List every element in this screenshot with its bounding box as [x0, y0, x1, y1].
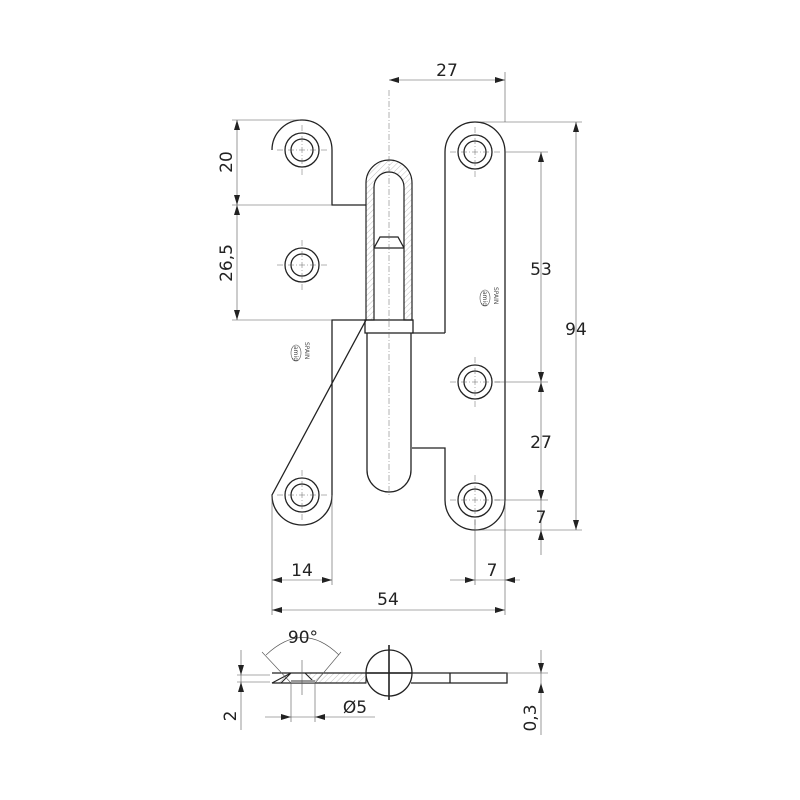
dim-20: 20 — [217, 151, 237, 173]
dim-53: 53 — [530, 260, 552, 280]
extension-lines — [232, 72, 582, 615]
dim-54: 54 — [377, 590, 399, 610]
dim-hole-diameter: Ø5 — [343, 698, 367, 718]
right-leaf-outline — [412, 121, 506, 531]
dimension-arrows — [234, 77, 579, 613]
dim-7-right: 7 — [536, 508, 547, 528]
country-text: SPAIN — [303, 342, 310, 359]
dim-7-bottom: 7 — [487, 561, 498, 581]
knuckle-section — [365, 159, 413, 321]
screw-holes — [277, 125, 500, 525]
dim-26-5: 26,5 — [217, 244, 237, 282]
screw-hole — [450, 357, 500, 407]
dim-clearance: 0,3 — [521, 704, 541, 731]
dim-countersink-angle: 90° — [288, 628, 318, 648]
left-leaf-outline — [271, 119, 368, 526]
dim-27-lower: 27 — [530, 433, 552, 453]
screw-hole — [277, 240, 327, 290]
dim-thickness: 2 — [221, 711, 241, 722]
brand-text: amig — [292, 346, 299, 361]
dimension-lines — [236, 79, 577, 611]
side-view — [237, 637, 548, 735]
dim-94: 94 — [565, 320, 587, 340]
brand-text: amig — [481, 291, 488, 306]
screw-hole — [277, 125, 327, 175]
brand-logo-left: amig SPAIN — [290, 342, 310, 362]
screw-hole — [277, 470, 327, 520]
brand-logo-right: amig SPAIN — [479, 287, 499, 307]
dim-14: 14 — [291, 561, 313, 581]
country-text: SPAIN — [492, 287, 499, 304]
screw-hole — [450, 127, 500, 177]
dim-27-top: 27 — [436, 61, 458, 81]
screw-hole — [450, 475, 500, 525]
